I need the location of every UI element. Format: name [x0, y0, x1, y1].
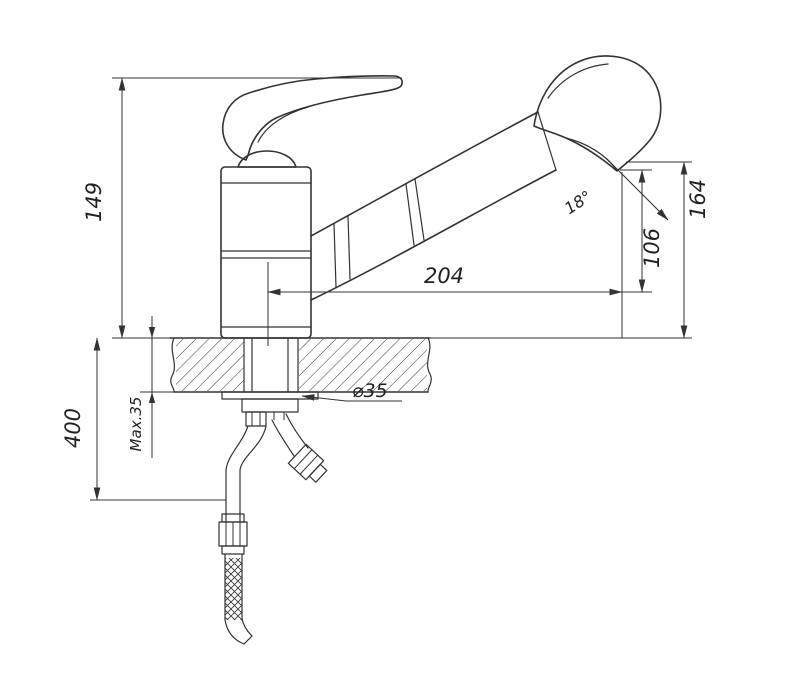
- dim-dia35-label: ⌀35: [352, 380, 388, 402]
- spout-ring-line-1: [405, 183, 415, 246]
- washer-plate: [221, 391, 319, 400]
- handle-inner-line: [257, 106, 309, 143]
- countertop-break-left: [170, 337, 176, 393]
- fitting-facet-1: [293, 449, 313, 470]
- mounting-nut: [241, 398, 299, 413]
- pullout-hose: [218, 425, 267, 645]
- fitting-stub: [308, 463, 328, 483]
- hose-tip-right: [241, 617, 253, 637]
- spray-head-inner-curve: [547, 63, 609, 99]
- dim-149-label: 149: [82, 182, 106, 222]
- supply-hose: [271, 413, 328, 483]
- dim-total-height: 149: [82, 77, 402, 339]
- body-outline: [220, 166, 312, 339]
- dim-max35-arrow-top: [148, 327, 156, 338]
- dim-max35-label: Max.35: [127, 397, 145, 452]
- dim-164-label: 164: [686, 179, 710, 219]
- dim-204-label: 204: [424, 264, 464, 288]
- faucet-body: [220, 150, 312, 339]
- dim-tip-height: 164: [430, 161, 710, 339]
- dim-max35-arrow-bottom: [148, 392, 156, 403]
- spray-head-joint-line: [537, 111, 557, 171]
- spout-top-edge: [310, 111, 539, 237]
- countertop-hatch-right: [299, 339, 427, 391]
- spout-bottom-edge: [310, 169, 557, 301]
- fitting-facet-2: [299, 454, 319, 475]
- dim-outlet-height: 106: [620, 169, 664, 293]
- hose-right-edge-upper: [239, 425, 267, 523]
- hose-tip-left: [224, 619, 245, 645]
- hose-braid-fill: [225, 558, 242, 620]
- handle-outline: [221, 75, 403, 161]
- hose-coupling-step-bottom: [221, 545, 245, 555]
- dim-106-label: 106: [640, 228, 664, 268]
- spray-head: [533, 55, 662, 172]
- hose-tip-cap: [243, 635, 253, 645]
- dim-18deg-label: 18°: [561, 187, 595, 218]
- spout-ring-line-2: [414, 178, 425, 241]
- dim-hose-length: 400: [61, 337, 226, 501]
- dim-max-thickness: Max.35: [127, 316, 176, 458]
- supply-hose-edge-1: [271, 419, 295, 457]
- dim-hole-diameter: ⌀35: [301, 380, 402, 402]
- angle-leader-line: [605, 157, 669, 221]
- stud-nut: [245, 411, 267, 427]
- spout-collar-line-2: [347, 215, 351, 280]
- dia-leader-line: [301, 394, 347, 402]
- supply-hose-edge-2: [285, 413, 309, 449]
- countertop-hatch-left: [176, 339, 244, 391]
- lever-handle: [221, 75, 403, 161]
- spout-collar-line-1: [333, 223, 337, 288]
- countertop-section: [169, 337, 432, 393]
- hose-left-edge-upper: [225, 425, 249, 523]
- spray-head-outline: [533, 55, 662, 172]
- fitting-hex: [287, 443, 325, 481]
- countertop-break-right: [426, 337, 432, 393]
- supply-hose-fitting: [287, 443, 328, 483]
- mounting-hardware: [221, 337, 319, 427]
- hose-coupling-step-top: [221, 513, 245, 523]
- dim-400-label: 400: [61, 408, 85, 448]
- spout: [310, 111, 557, 301]
- dim-reach: 204: [267, 172, 623, 346]
